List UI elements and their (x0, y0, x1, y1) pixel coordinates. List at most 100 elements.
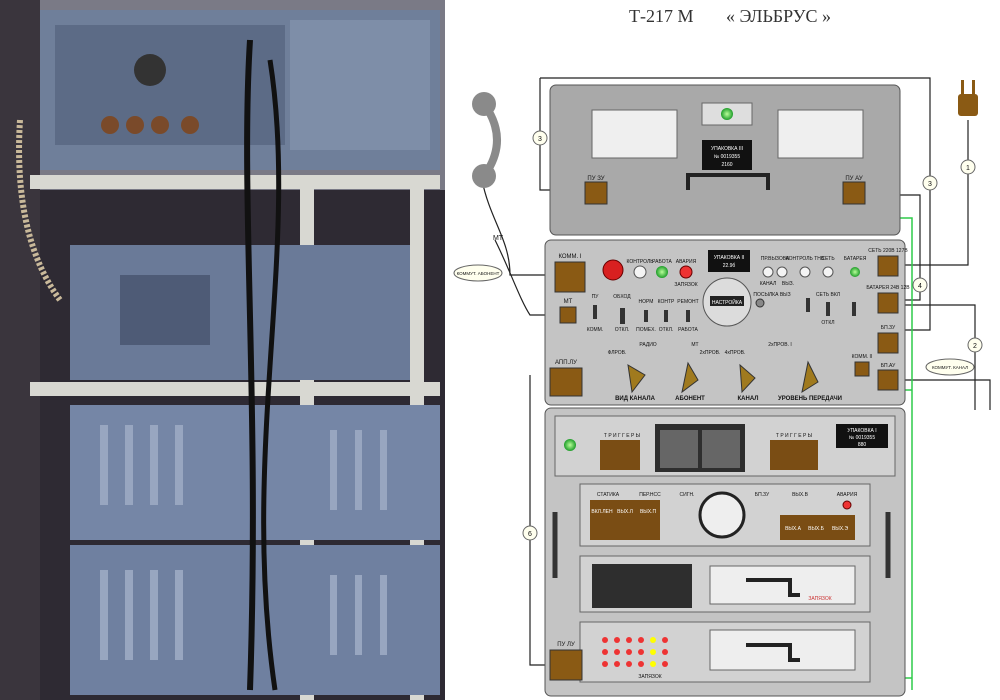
alarm-button[interactable] (602, 259, 624, 281)
led-matrix (602, 637, 668, 667)
knob-channel[interactable] (739, 363, 756, 394)
equipment-diagram: УПАКОВКА III № 0019355 2160 ПУ ЗУ ПУ АУ … (453, 77, 991, 697)
block2-out-e: ВЫХ.Э (832, 526, 848, 532)
switch-sub-off1: ОТКЛ. (615, 327, 630, 333)
block2-nss: ПЕР.НСС (639, 492, 661, 498)
mid-plate-line2: 22.9б (723, 263, 736, 269)
switch-label-control: КОНТР (658, 299, 675, 305)
label-call-receive: ПР.ВЫЗОВА (761, 256, 790, 262)
switch-label-bypass: ОБХОД (613, 294, 631, 300)
toggle-repair[interactable] (686, 310, 690, 322)
block2-out-b: ВЫХ.Б (808, 526, 824, 532)
power-plug-icon (958, 80, 978, 116)
lower-plate-line2: № 0019355 (849, 435, 875, 441)
lower-plate-line1: УПАКОВКА I (847, 428, 876, 434)
top-left-port[interactable] (584, 181, 608, 205)
num-4: 4 (918, 283, 922, 290)
toggle-battery[interactable] (852, 302, 856, 316)
system-name: « ЭЛЬБРУС » (726, 6, 831, 26)
label-call: ВЫЗ. (782, 281, 794, 287)
toggle-network[interactable] (826, 302, 830, 316)
switch-label-pu: ПУ (592, 294, 600, 300)
work-lamp (656, 266, 668, 278)
top-plate-line2: № 0019355 (714, 154, 740, 160)
port-komm2-label: КОММ. II (852, 354, 873, 360)
toggle-control[interactable] (664, 310, 668, 322)
label-network: СЕТЬ (821, 256, 835, 262)
top-unit: УПАКОВКА III № 0019355 2160 ПУ ЗУ ПУ АУ (549, 84, 901, 236)
lower-plate-line3: 880 (858, 442, 867, 448)
port-pu-lu[interactable] (549, 649, 583, 681)
bottom-label-mt: МТ (691, 342, 698, 348)
block2-signal: СИГН. (680, 492, 695, 498)
port-bpzu[interactable] (877, 332, 899, 354)
port-ap-lu[interactable] (549, 367, 583, 397)
toggle-tnv[interactable] (806, 298, 810, 312)
port-komm2[interactable] (854, 361, 870, 377)
alarm-lamp (679, 265, 693, 279)
port-bpau[interactable] (877, 369, 899, 391)
bottom-label-2wire-1: 2хПРОВ. I (768, 342, 792, 348)
block2-alarm: АВАРИЯ (837, 492, 858, 498)
send-call-button[interactable] (755, 298, 765, 308)
label-battery: БАТАРЕЯ (844, 256, 867, 262)
switch-sub-noise: ПОМЕХ. (636, 327, 656, 333)
num-6: 6 (528, 531, 532, 538)
toggle-norm[interactable] (644, 310, 648, 322)
label-net-on: СЕТЬ ВКЛ (816, 292, 840, 298)
top-right-port[interactable] (842, 181, 866, 205)
block2-out-l: ВЫХ.Л (617, 509, 633, 515)
knob-subscriber[interactable] (681, 361, 699, 394)
label-channel: КАНАЛ (760, 281, 777, 287)
komm1-port[interactable] (554, 261, 586, 293)
block2-out-p: ВЫХ.П (640, 509, 656, 515)
control-lamp (633, 265, 647, 279)
knob-label-channel-type: ВИД КАНАЛА (615, 396, 656, 402)
knob-label-channel: КАНАЛ (738, 396, 759, 402)
toggle-pu[interactable] (593, 305, 597, 319)
mid-unit: КОММ. I МТ КОНТРОЛЬ РАБОТА АВАРИЯ ЗАПЯЗО… (544, 239, 910, 406)
port-pu-lu-label: ПУ ЛУ (557, 642, 575, 648)
tuning-meter-label: НАСТРОЙКА (712, 298, 743, 306)
bottom-zapyazok: ЗАПЯЗОК (638, 674, 661, 680)
bottom-label-4wire: ФЛРОВ. (608, 350, 627, 356)
block2-static: СТАТИКА (597, 492, 620, 498)
lamp-label-zapyazok: ЗАПЯЗОК (674, 282, 697, 288)
callout-mt: МТ (493, 235, 504, 242)
port-bpau-label: БП.АУ (881, 363, 896, 369)
port-bpzu-label: БП.ЗУ (881, 325, 896, 331)
knob-label-level: УРОВЕНЬ ПЕРЕДАЧИ (778, 396, 842, 402)
port-network[interactable] (877, 255, 899, 277)
knob-level[interactable] (801, 360, 819, 394)
num-3a: 3 (538, 136, 542, 143)
trigger-label-right: Т Р И Г Г Е Р Ы (776, 433, 813, 439)
port-battery-label: БАТАРЕЯ 24В 12В (866, 285, 910, 291)
bottom-label-radio: РАДИО (639, 342, 656, 348)
label-off: ОТКЛ (821, 320, 834, 326)
knob-label-subscriber: АБОНЕНТ (675, 396, 705, 402)
port-battery[interactable] (877, 292, 899, 314)
lower-unit: Т Р И Г Г Е Р Ы Т Р И Г Г Е Р Ы УПАКОВКА… (544, 407, 906, 697)
mt-port[interactable] (559, 306, 577, 324)
port-ap-lu-label: АПП.ЛУ (555, 360, 577, 366)
label-control-tnv: КОНТРОЛЬ ТНВ (786, 256, 825, 262)
block3-label: ЗАПЯЗОК (808, 596, 831, 602)
toggle-bypass[interactable] (620, 308, 625, 324)
switch-sub-off2: ОТКЛ. (659, 327, 674, 333)
bottom-label-4wire-b: 4хПРОВ. (725, 350, 746, 356)
label-send-call: ПОСЫЛКА ВЫЗ (753, 292, 790, 298)
block2-bpzu: БП.ЗУ (755, 492, 770, 498)
mt-port-label: МТ (564, 299, 573, 305)
switch-row: ПУ ОБХОД НОРМ КОНТР РЕМОНТ КОММ. ОТКЛ. П… (587, 294, 699, 333)
block2-out-a: ВЫХ.А (785, 526, 801, 532)
model-label: Т-217 М (629, 6, 694, 26)
knob-channel-type[interactable] (627, 364, 646, 394)
top-plate-line3: 2160 (721, 162, 732, 168)
trigger-label-left: Т Р И Г Г Е Р Ы (604, 433, 641, 439)
block2-out-v: ВЫХ.В (792, 492, 808, 498)
num-1: 1 (966, 165, 970, 172)
lamp-label-alarm: АВАРИЯ (676, 259, 697, 265)
top-right-port-label: ПУ АУ (845, 176, 863, 182)
handset-icon (472, 92, 501, 188)
diagram-title: Т-217 М « ЭЛЬБРУС » (520, 6, 940, 27)
